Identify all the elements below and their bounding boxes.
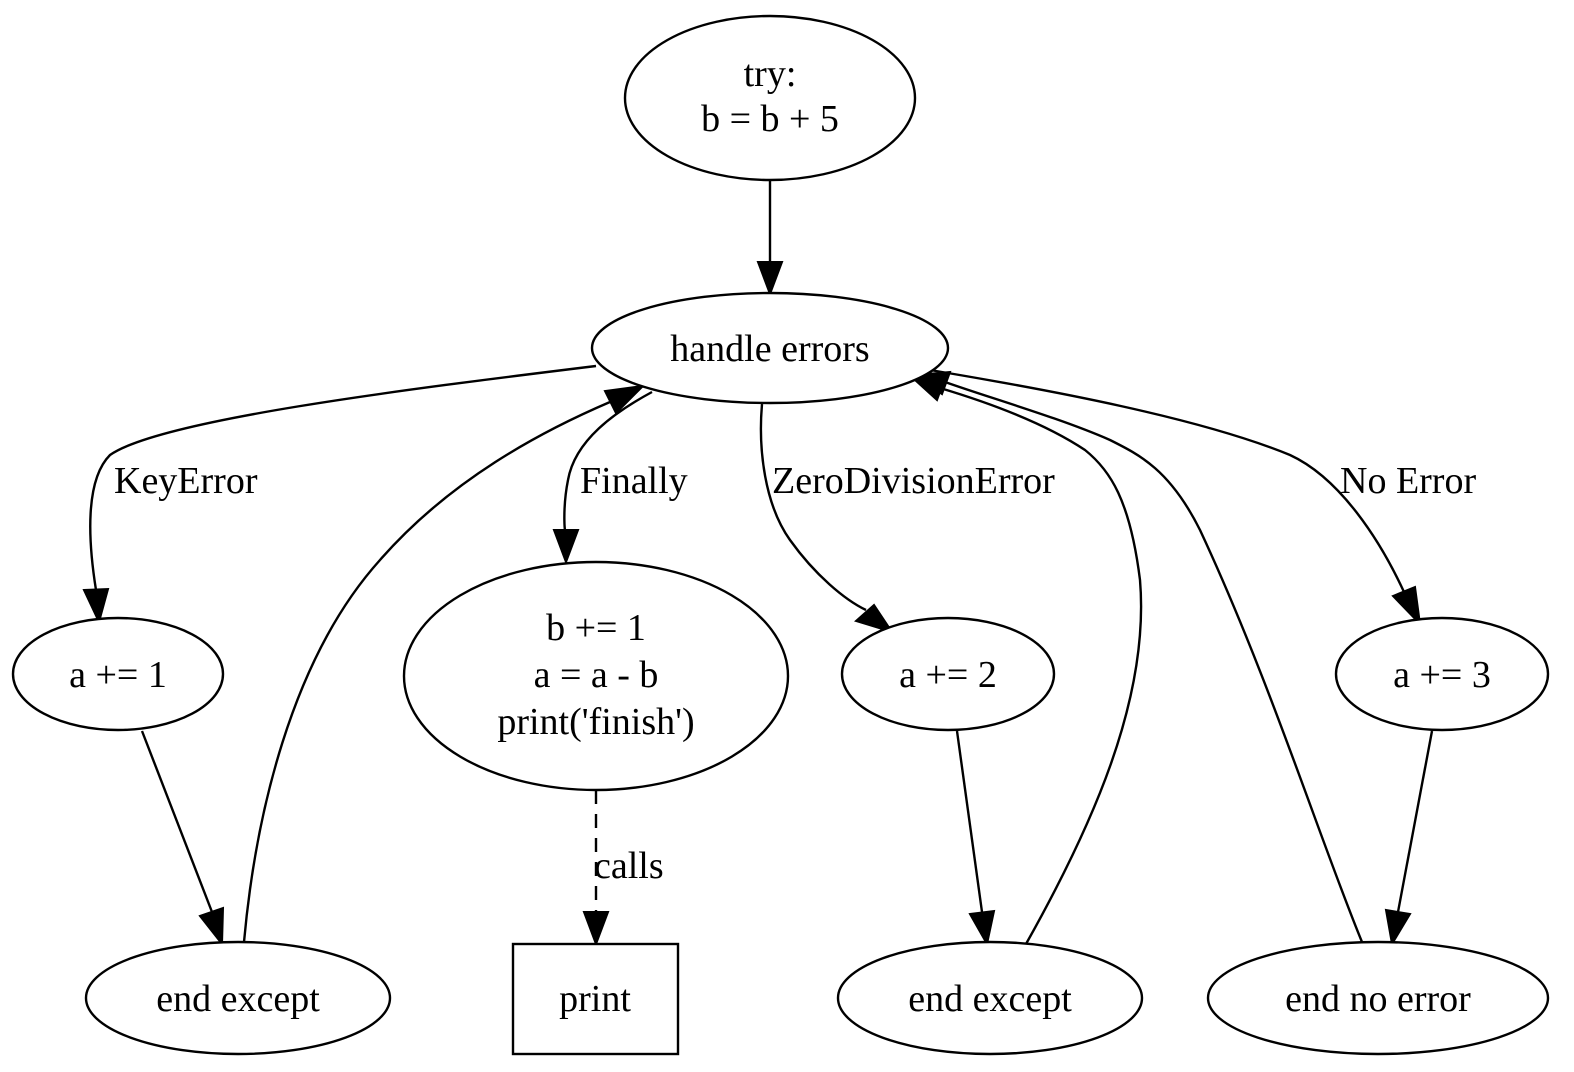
node-a-plus-3: a += 3 xyxy=(1334,616,1550,732)
node-finally-body-line-3: print('finish') xyxy=(497,701,694,743)
node-a-plus-2-shape xyxy=(840,616,1056,732)
arrowhead-a1-to-end1 xyxy=(198,906,225,947)
edge-a2-to-end2 xyxy=(955,730,984,913)
node-end-except-middle-label: end except xyxy=(908,978,1072,1020)
edge-a1-to-end1 xyxy=(140,730,214,913)
edge-noerror xyxy=(929,368,1406,593)
node-try-line-2: b = b + 5 xyxy=(701,98,839,140)
edge-end2-to-handle xyxy=(939,386,1143,945)
node-try: try: b = b + 5 xyxy=(623,14,917,182)
edge-keyerror xyxy=(89,364,597,591)
node-finally-body: b += 1 a = a - b print('finish') xyxy=(402,560,790,792)
node-finally-body-line-1: b += 1 xyxy=(546,607,646,649)
edges xyxy=(82,180,1434,947)
node-try-shape xyxy=(623,14,917,182)
node-print: print xyxy=(511,942,680,1056)
arrowhead-calls xyxy=(582,911,610,947)
node-end-no-error: end no error xyxy=(1206,940,1550,1056)
node-a-plus-2: a += 2 xyxy=(840,616,1056,732)
arrowhead-finally xyxy=(552,529,580,565)
node-a-plus-1-shape xyxy=(11,616,225,732)
node-try-line-1: try: xyxy=(744,53,797,95)
node-end-except-left: end except xyxy=(84,940,392,1056)
edge-label-calls: calls xyxy=(594,845,664,887)
node-print-shape xyxy=(511,942,680,1056)
edge-end3-to-handle xyxy=(944,380,1364,943)
edge-labels: KeyError Finally ZeroDivisionError No Er… xyxy=(114,460,1476,887)
node-end-no-error-label: end no error xyxy=(1285,978,1471,1020)
node-end-except-middle: end except xyxy=(836,940,1144,1056)
arrowhead-a2-to-end2 xyxy=(968,909,996,947)
node-end-except-middle-shape xyxy=(836,940,1144,1056)
node-handle-errors-shape xyxy=(590,291,950,405)
edge-zerodivision xyxy=(759,403,867,612)
arrowhead-a3-to-end3 xyxy=(1384,908,1412,947)
node-end-except-left-shape xyxy=(84,940,392,1056)
arrowhead-noerror xyxy=(1391,585,1422,627)
node-end-except-left-label: end except xyxy=(156,978,320,1020)
node-a-plus-1: a += 1 xyxy=(11,616,225,732)
node-handle-errors-label: handle errors xyxy=(670,328,869,370)
arrowhead-try-to-handle xyxy=(756,261,784,297)
edge-label-noerror: No Error xyxy=(1340,460,1476,502)
edge-end1-to-handle xyxy=(242,400,611,943)
edge-label-zerodivision: ZeroDivisionError xyxy=(772,460,1055,502)
arrowhead-keyerror xyxy=(82,587,110,625)
arrowhead-end3-to-handle xyxy=(912,370,952,396)
edge-a3-to-end3 xyxy=(1396,730,1434,913)
arrowhead-end1-to-handle xyxy=(603,384,646,415)
node-print-label: print xyxy=(559,978,631,1020)
arrowhead-zerodivision xyxy=(854,603,895,634)
node-a-plus-3-shape xyxy=(1334,616,1550,732)
edge-finally xyxy=(563,390,653,534)
node-finally-body-shape xyxy=(402,560,790,792)
node-a-plus-3-label: a += 3 xyxy=(1393,654,1491,696)
edge-label-keyerror: KeyError xyxy=(114,460,258,502)
edge-label-finally: Finally xyxy=(580,460,688,502)
node-finally-body-line-2: a = a - b xyxy=(534,654,659,696)
node-a-plus-1-label: a += 1 xyxy=(69,654,167,696)
node-handle-errors: handle errors xyxy=(590,291,950,405)
node-end-no-error-shape xyxy=(1206,940,1550,1056)
node-a-plus-2-label: a += 2 xyxy=(899,654,997,696)
